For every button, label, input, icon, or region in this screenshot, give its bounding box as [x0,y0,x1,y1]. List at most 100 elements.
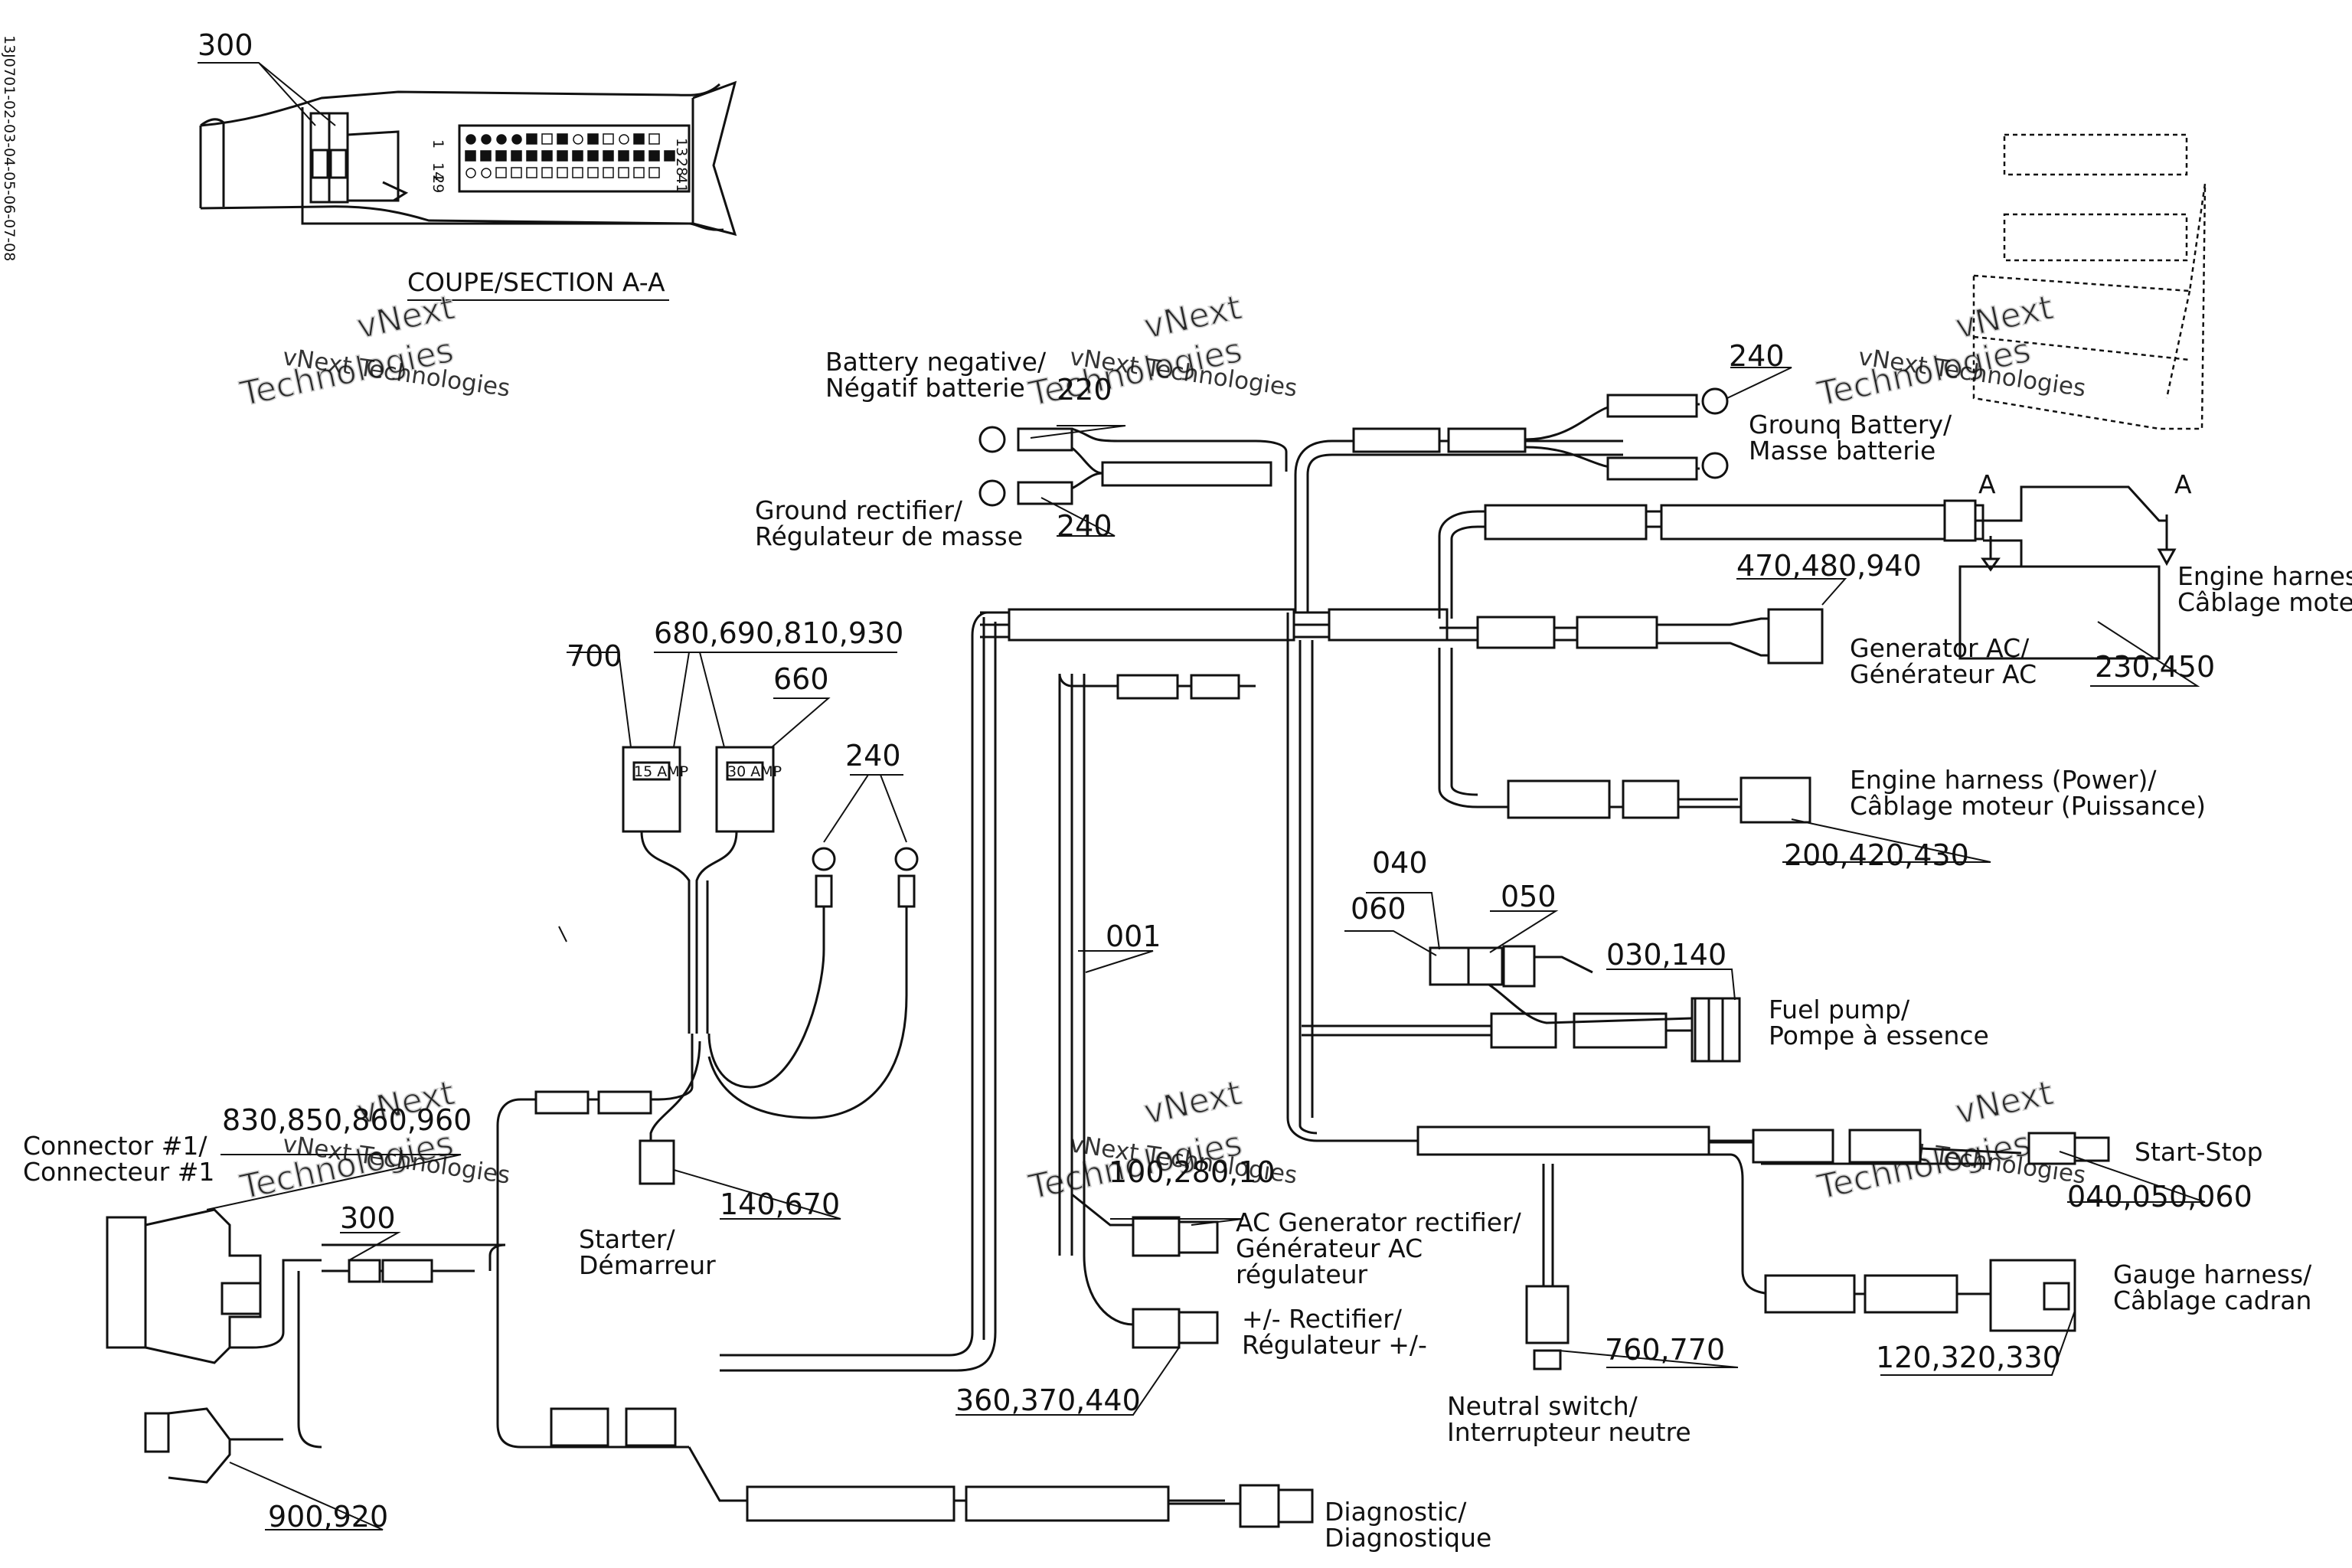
connector-pin [587,150,599,162]
connector-pin [496,134,507,145]
callout-680-690-810-930: 680,690,810,930 [654,616,903,650]
callout-660: 660 [773,662,829,696]
connector-pin [557,150,568,162]
connector-pin [573,134,583,145]
callout-050: 050 [1501,880,1557,913]
connector-pin [495,167,507,178]
connector-pin [480,150,492,162]
pin-number-29: 29 [430,175,446,193]
connector-pin [587,133,599,145]
connector-pin [557,133,568,145]
connector-pin [511,150,522,162]
drawing-reference-code: 13J0701-02-03-04-05-06-07-08 [1,35,18,261]
connector-pin [541,150,553,162]
callout-001: 001 [1106,920,1161,953]
callout-300: 300 [340,1201,396,1235]
connector-pin [633,150,645,162]
pin-number-41: 41 [673,175,690,193]
pin-number-1: 1 [430,139,446,149]
connector-pin [633,167,645,178]
connector-pin [648,133,660,145]
callout-830-850-860-960: 830,850,860,960 [222,1103,472,1137]
label-neutral-switch: Neutral switch/Interrupteur neutre [1447,1391,1691,1447]
fuse-15-amp: 15 AMP [634,763,688,780]
callout-240-fuse: 240 [845,739,901,773]
callout-900-920: 900,920 [268,1500,388,1534]
connector-pin [603,133,614,145]
label-rectifier: +/- Rectifier/Régulateur +/- [1242,1304,1427,1360]
callout-230-450: 230,450 [2095,650,2215,684]
label-battery-negative: Battery negative/Négatif batterie [825,347,1047,403]
callout-120-320-330: 120,320,330 [1876,1341,2061,1374]
pin-number-13: 13 [673,138,690,156]
label-connector-1: Connector #1/Connecteur #1 [23,1131,214,1187]
callout-300-section: 300 [198,28,253,62]
callout-040: 040 [1372,846,1428,880]
connector-pin [526,133,537,145]
callout-240-rectifier: 240 [1057,509,1112,543]
connector-pin [618,150,629,162]
callout-220: 220 [1057,373,1112,407]
connector-pin [572,167,583,178]
connector-pin [633,133,645,145]
connector-pin [618,167,629,178]
label-ground-battery: Grounq Battery/Masse batterie [1749,410,1952,466]
connector-pin [481,134,492,145]
label-generator-ac: Generator AC/Générateur AC [1850,633,2037,689]
callout-140-670: 140,670 [720,1187,840,1221]
main-harness-trunk [720,608,1761,1372]
left-branches: 15 AMP 30 AMP [106,746,1314,1528]
callout-040-050-060: 040,050,060 [2067,1180,2252,1214]
callout-700: 700 [567,639,622,673]
connector-pin [648,167,660,178]
callout-060: 060 [1351,892,1406,926]
label-starter: Starter/Démarreur [579,1224,716,1280]
svg-text:vNext: vNext [1952,1073,2056,1132]
connector-pin [541,167,553,178]
right-branches [1302,485,2177,1370]
svg-text:vNext: vNext [1141,1073,1245,1132]
connector-pin [511,134,522,145]
pin-number-14: 14 [430,162,446,181]
component-labels: Battery negative/Négatif batterie Ground… [23,347,2352,1553]
connector-pin [557,167,568,178]
label-gauge-harness: Gauge harness/Câblage cadran [2113,1259,2312,1315]
callout-numbers: 700 680,690,810,930 660 240 220 240 240 … [222,339,2252,1534]
battery-ground-leads [978,387,1729,612]
connector-pin [587,167,599,178]
connector-pin [648,150,660,162]
callout-leaders [206,367,2206,1530]
ecu-module-outline [1972,133,2207,430]
connector-pin [526,167,537,178]
label-diagnostic: Diagnostic/Diagnostique [1325,1497,1491,1553]
connector-pin [466,134,476,145]
connector-pin [664,150,675,162]
fuse-30-amp: 30 AMP [727,763,782,780]
connector-pin [465,150,476,162]
connector-pin [511,167,522,178]
connector-pin [526,150,537,162]
connector-pin [572,150,583,162]
label-ground-rectifier: Ground rectifier/Régulateur de masse [755,495,1023,551]
connector-pin [619,134,629,145]
pin-number-28: 28 [673,158,690,176]
label-engine-harness-power: Engine harness (Power)/Câblage moteur (P… [1850,765,2206,821]
connector-pin [495,150,507,162]
connector-pin [603,150,614,162]
callout-240-ground: 240 [1729,339,1785,373]
callout-470-480-940: 470,480,940 [1736,549,1922,583]
section-marker-a-left: A [1978,469,1996,499]
connector-pin [481,168,492,178]
connector-pin [466,168,476,178]
label-start-stop: Start-Stop [2135,1137,2263,1167]
connector-pin [541,133,553,145]
connector-pin-grid [465,133,675,178]
section-a-a-view: 1 14 29 13 28 41 300 COUPE/SECTION A-A [198,28,737,301]
callout-360-370-440: 360,370,440 [956,1383,1141,1417]
label-fuel-pump: Fuel pump/Pompe à essence [1769,995,1989,1050]
connector-pin [603,167,614,178]
callout-030-140: 030,140 [1606,938,1726,972]
